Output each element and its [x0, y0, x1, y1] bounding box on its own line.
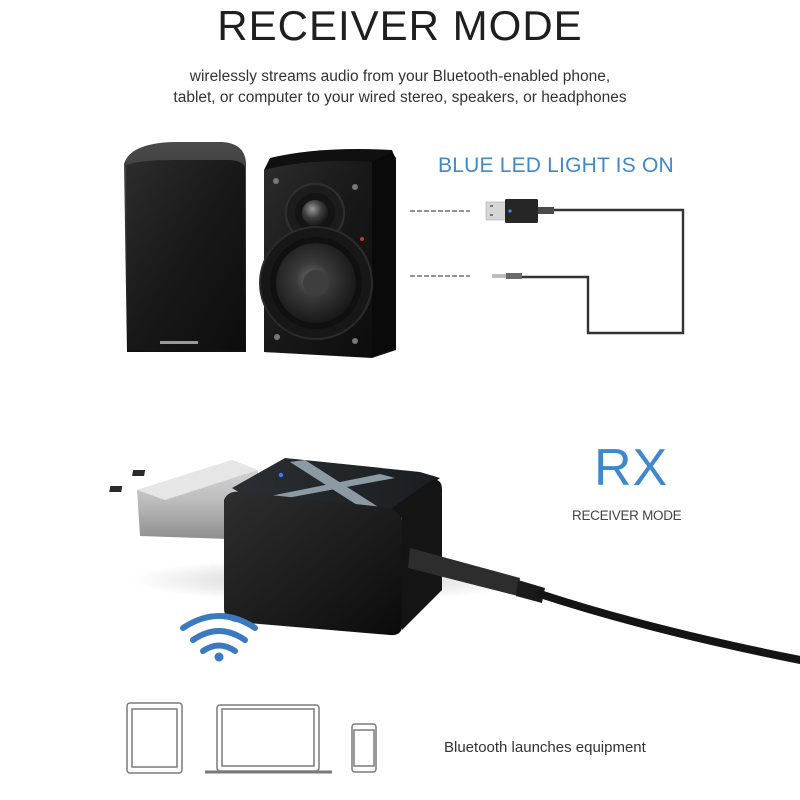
phone-icon — [351, 723, 377, 773]
page-title: RECEIVER MODE — [217, 2, 583, 49]
blue-led-indicator — [278, 472, 284, 478]
mode-name: RECEIVER MODE — [572, 508, 682, 523]
aux-plug — [492, 273, 522, 279]
aux-cable — [522, 208, 685, 335]
tablet-icon — [126, 702, 183, 774]
subtitle: wirelessly streams audio from your Bluet… — [0, 66, 800, 108]
subtitle-line-1: wirelessly streams audio from your Bluet… — [189, 68, 611, 85]
usb-receiver-small — [485, 199, 554, 223]
wifi-signal-icon — [180, 613, 258, 662]
subtitle-line-2: tablet, or computer to your wired stereo… — [173, 89, 627, 106]
devices-caption: Bluetooth launches equipment — [444, 739, 646, 756]
laptop-icon — [205, 704, 332, 774]
led-status-caption: BLUE LED LIGHT IS ON — [438, 154, 674, 177]
speaker-left — [124, 142, 246, 352]
mode-code: RX — [594, 439, 669, 497]
cable — [536, 590, 800, 664]
power-led — [360, 237, 364, 241]
speaker-right — [259, 149, 396, 358]
usb-receiver-large — [109, 458, 545, 636]
brand-badge — [160, 341, 198, 344]
